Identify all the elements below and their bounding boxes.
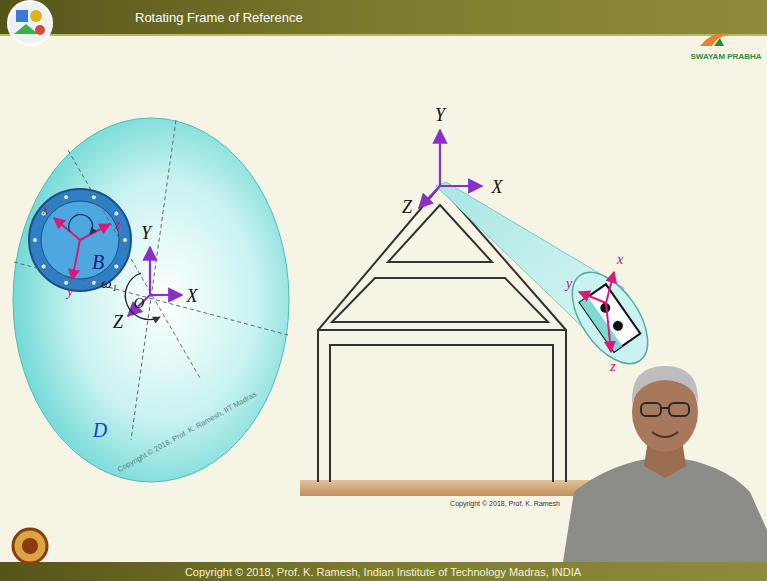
disk-letter: B	[92, 252, 104, 272]
gondola-axes	[579, 292, 606, 303]
gondola-axes	[606, 303, 611, 352]
shape-outline	[33, 238, 38, 243]
shape-outline	[41, 201, 119, 279]
shape-outline	[41, 264, 46, 269]
slide-title: Rotating Frame of Reference	[135, 11, 303, 24]
origin-label: O	[134, 296, 145, 311]
gondola-axes	[606, 272, 614, 303]
shape-outline	[114, 211, 119, 216]
ride-frame	[318, 186, 566, 482]
gondola	[557, 259, 663, 376]
swayam-logo	[700, 33, 730, 46]
axis-label: X	[492, 178, 503, 196]
gondola-axes	[579, 272, 614, 352]
axis-label: y	[566, 277, 572, 291]
channel-logo	[35, 25, 45, 35]
frame-axes	[440, 185, 482, 187]
shape-outline	[114, 264, 119, 269]
shape-outline	[123, 238, 128, 243]
axis-label: z	[115, 218, 120, 232]
gondola	[580, 284, 641, 352]
watermark: Copyright © 2018, Prof. K. Ramesh	[450, 500, 560, 507]
ride-frame	[318, 186, 566, 482]
header-bar	[0, 0, 767, 36]
presenter	[560, 366, 767, 581]
axis-label: x	[617, 253, 623, 267]
channel-logo	[30, 10, 42, 22]
ride-frame	[332, 278, 548, 322]
shape-outline	[64, 195, 69, 200]
channel-logo	[8, 1, 52, 45]
swayam-logo	[714, 38, 724, 46]
shape-outline	[13, 118, 289, 482]
presenter	[641, 403, 661, 416]
axis-label: Z	[113, 313, 123, 331]
frame-axes	[419, 186, 440, 208]
logo-text: SWAYAM PRABHA	[691, 53, 762, 61]
channel-logo	[14, 24, 38, 34]
disk-axes	[149, 247, 151, 295]
ride-frame	[330, 345, 553, 482]
presenter	[661, 407, 669, 409]
shape-outline	[29, 189, 131, 291]
angular-velocity: ω₁	[101, 276, 117, 291]
gondola	[557, 259, 663, 376]
footer-bar	[0, 562, 767, 581]
footer-bar	[0, 562, 767, 581]
disk-axes	[150, 294, 182, 296]
presenter	[652, 432, 678, 437]
institute-logo	[13, 529, 47, 563]
swayam-logo	[700, 33, 730, 46]
institute-logo	[22, 538, 38, 554]
channel-logo	[16, 10, 28, 22]
shape-outline	[91, 195, 96, 200]
axis-label: Y	[141, 224, 151, 242]
axis-label: Y	[435, 106, 445, 124]
axis-label: z	[610, 360, 615, 374]
footer-copyright: Copyright © 2018, Prof. K. Ramesh, India…	[185, 567, 581, 578]
frame-axes	[439, 130, 441, 186]
axis-label: x	[43, 203, 49, 217]
presenter	[669, 403, 689, 416]
disk-letter: D	[93, 420, 107, 440]
axis-label: y	[67, 285, 73, 299]
channel-logo	[8, 1, 52, 45]
header-bar	[0, 34, 767, 36]
ride-frame	[318, 329, 566, 331]
institute-logo	[13, 529, 47, 563]
presenter	[632, 366, 698, 404]
axis-label: Z	[402, 198, 412, 216]
frame-axes	[419, 130, 482, 208]
header-bar	[0, 0, 767, 36]
shape-outline	[12, 117, 290, 483]
reference-disk: DB	[12, 117, 290, 483]
gondola	[611, 319, 625, 333]
shape-outline	[91, 280, 96, 285]
axis-label: X	[187, 287, 198, 305]
